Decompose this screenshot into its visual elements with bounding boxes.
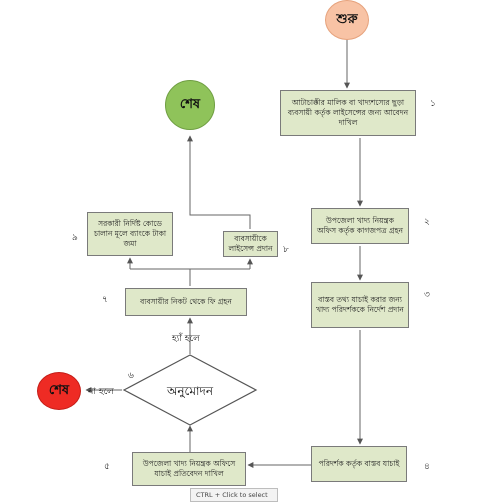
end-left-label: শেষ: [48, 382, 70, 398]
step7-box: ব্যবসায়ীর নিকট থেকে ফি গ্রহন: [125, 288, 247, 316]
step2-text: উপজেলা খাদ্য নিয়ন্ত্রক অফিস কর্তৃক কাগজ…: [316, 215, 404, 235]
end-left-node: শেষ: [37, 372, 81, 410]
start-node: শুরু: [325, 0, 369, 40]
step9-box: সরকারী নির্দিষ্ট কোডে চালান মূলে ব্যাংকে…: [87, 212, 173, 256]
number-2: ২: [424, 217, 430, 227]
start-label: শুরু: [336, 11, 358, 27]
step4-text: পরিদর্শক কর্তৃক বাস্তব যাচাই: [318, 458, 400, 468]
yes-label: হ্যাঁ হলে: [172, 334, 200, 344]
step5-text: উপজেলা খাদ্য নিয়ন্ত্রক অফিসে যাচাই প্রত…: [142, 458, 236, 478]
number-5: ৫: [104, 462, 110, 472]
step1-text: আটাচাক্কীর মালিক বা খাদ্যশস্যের ছুড়া ব্…: [287, 97, 409, 128]
step8-text: ব্যবসায়ীকে লাইসেন্স প্রদান: [228, 233, 273, 253]
step7-text: ব্যবসায়ীর নিকট থেকে ফি গ্রহন: [140, 296, 232, 306]
edge-step8-end-top: [187, 135, 251, 229]
step2-box: উপজেলা খাদ্য নিয়ন্ত্রক অফিস কর্তৃক কাগজ…: [311, 208, 409, 244]
end-top-label: শেষ: [179, 96, 201, 112]
tooltip-text: CTRL + Click to select: [196, 491, 268, 499]
step3-box: বাস্তব তথ্য যাচাই করার জন্য খাদ্য পরিদর্…: [311, 282, 409, 328]
decision-diamond-shape: [122, 354, 258, 426]
number-3: ৩: [424, 290, 430, 300]
number-6: ৬: [128, 371, 134, 381]
number-8: ৮: [283, 245, 289, 255]
number-1: ১: [430, 99, 436, 109]
step8-box: ব্যবসায়ীকে লাইসেন্স প্রদান: [223, 231, 278, 257]
end-top-node: শেষ: [165, 80, 215, 130]
no-label: না হলে: [88, 387, 114, 397]
step5-box: উপজেলা খাদ্য নিয়ন্ত্রক অফিসে যাচাই প্রত…: [132, 452, 246, 486]
number-4: ৪: [424, 462, 430, 472]
step1-box: আটাচাক্কীর মালিক বা খাদ্যশস্যের ছুড়া ব্…: [280, 90, 416, 136]
number-7: ৭: [102, 295, 108, 305]
step3-text: বাস্তব তথ্য যাচাই করার জন্য খাদ্য পরিদর্…: [316, 294, 404, 314]
select-tooltip: CTRL + Click to select: [190, 488, 278, 502]
step4-box: পরিদর্শক কর্তৃক বাস্তব যাচাই: [311, 446, 407, 482]
step9-text: সরকারী নির্দিষ্ট কোডে চালান মূলে ব্যাংকে…: [93, 218, 167, 249]
number-9: ৯: [72, 233, 78, 243]
decision-label: অনুমোদন: [167, 384, 213, 398]
